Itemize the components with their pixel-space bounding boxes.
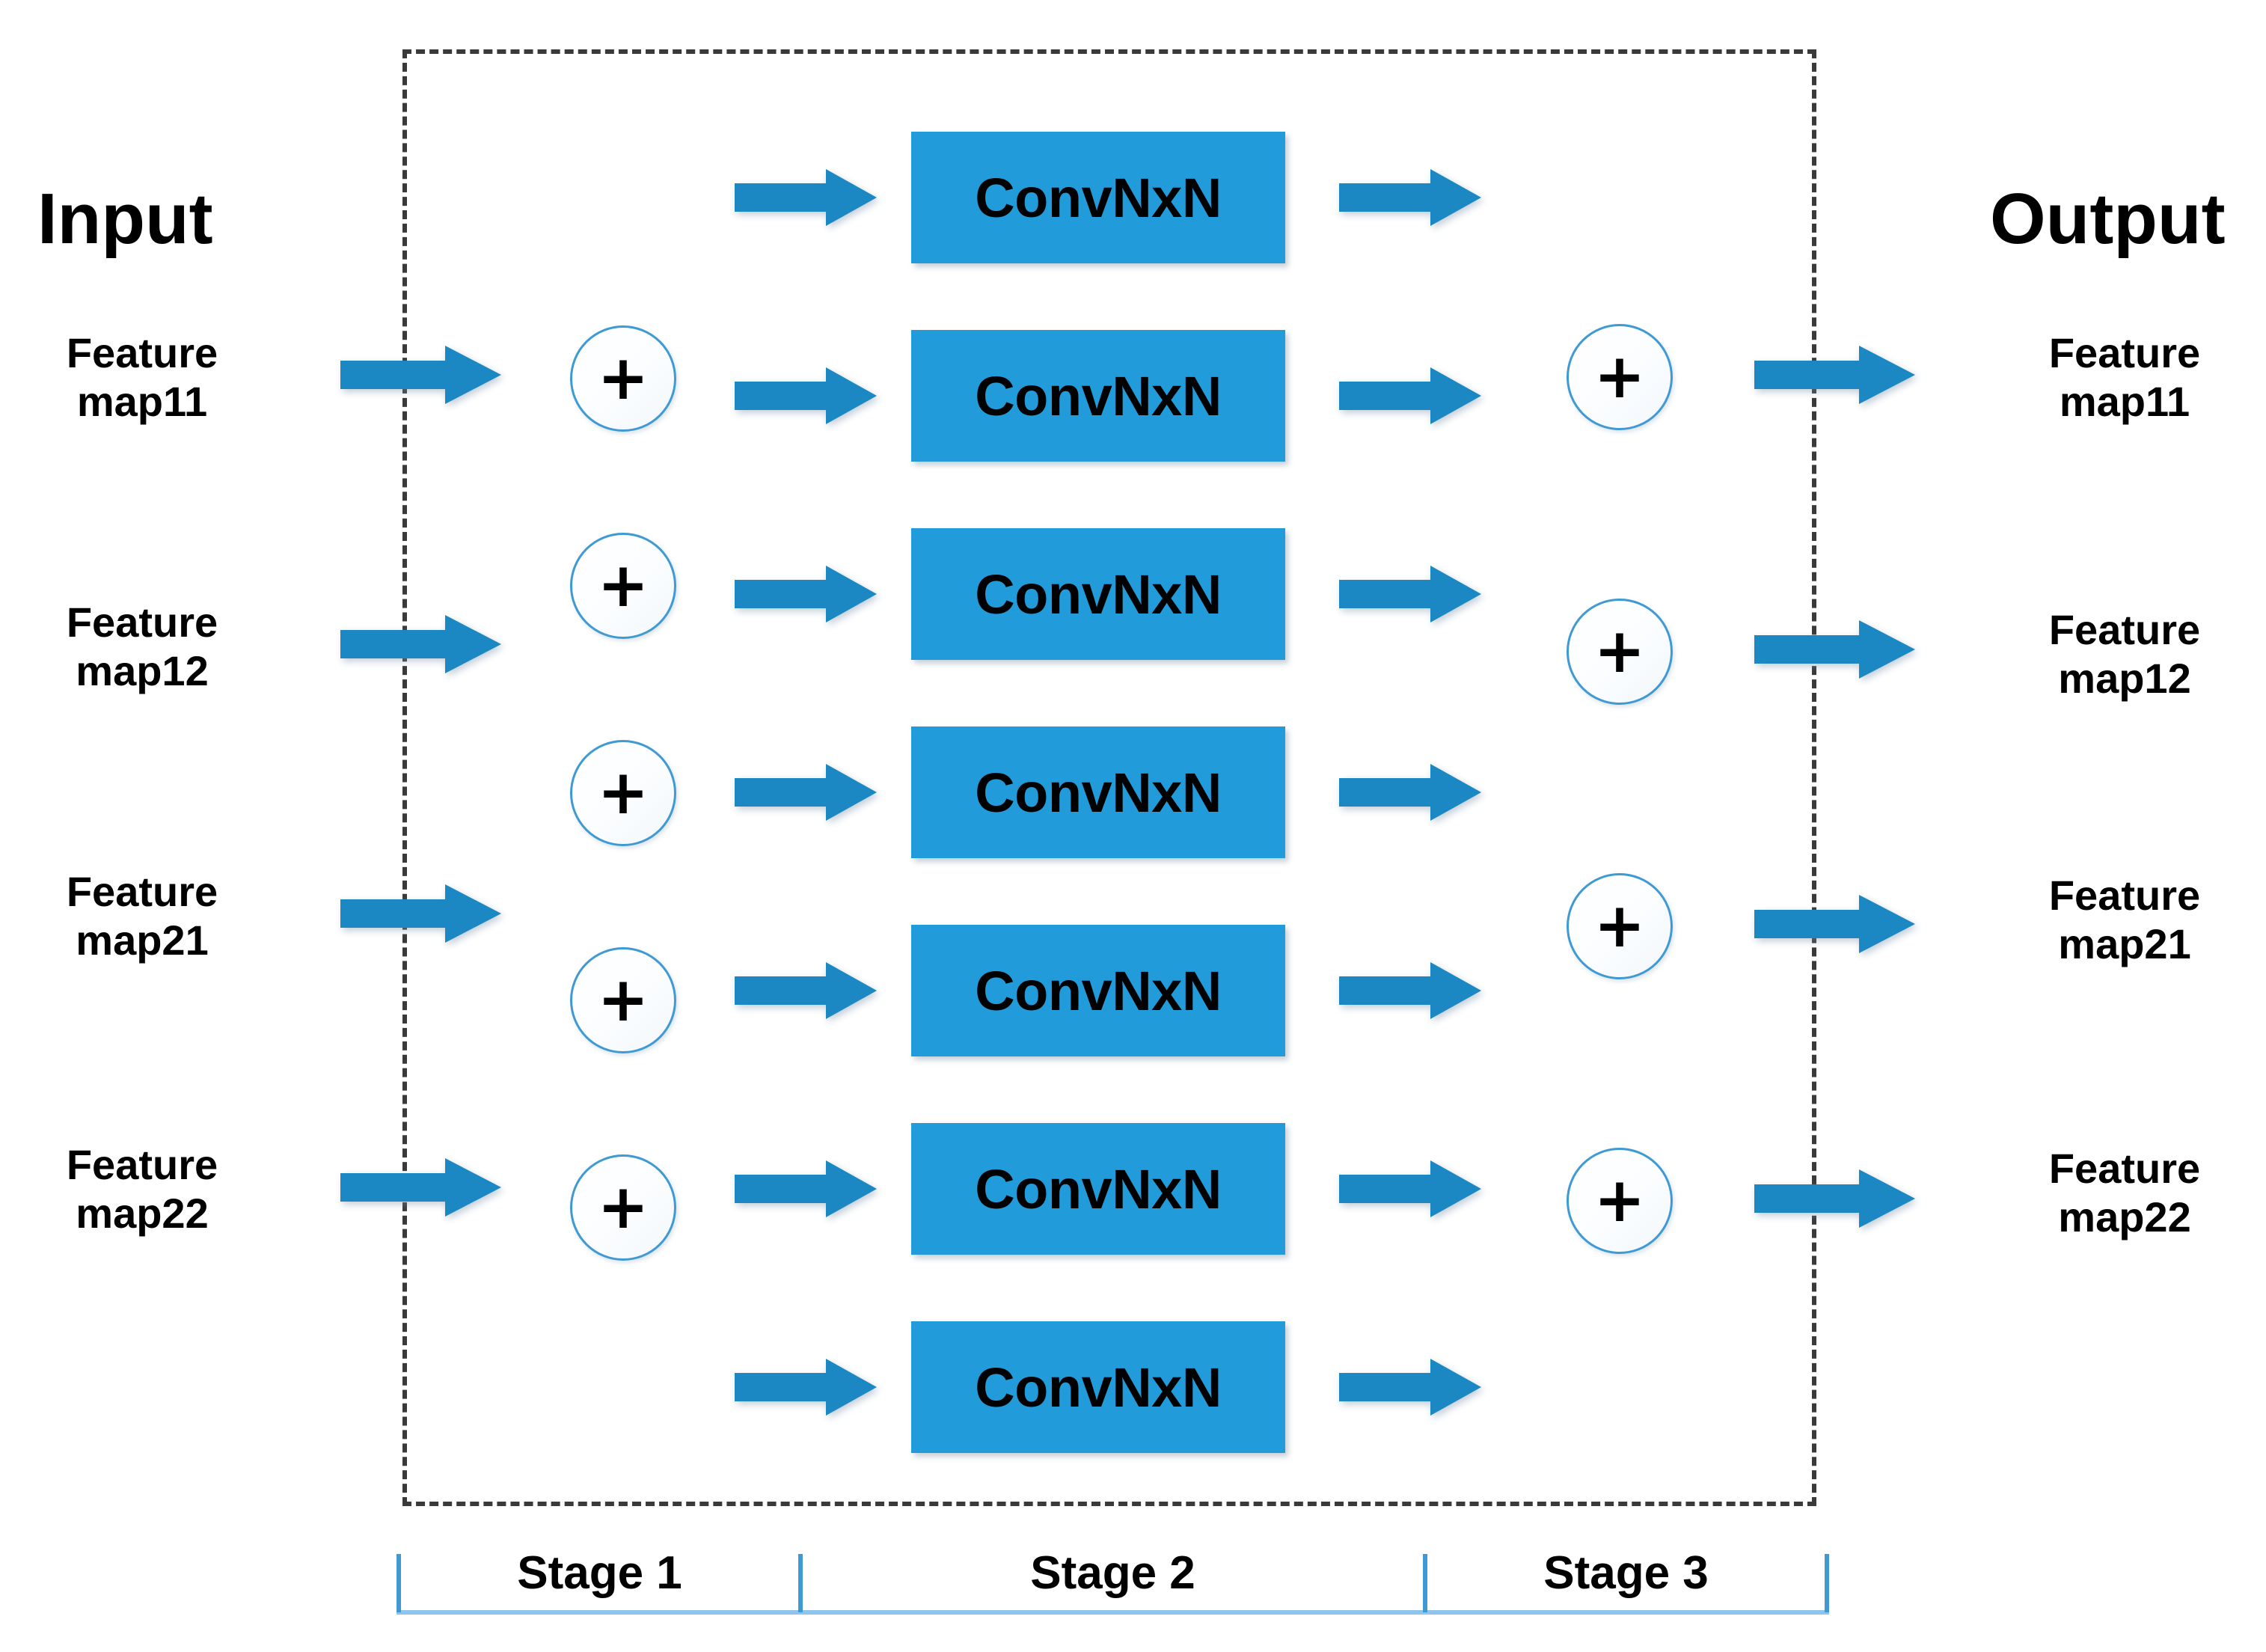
input-arrow-icon	[340, 1158, 501, 1217]
add-node-left[interactable]: +	[570, 325, 676, 432]
output-arrow-icon	[1754, 620, 1915, 679]
conv-block-label: ConvNxN	[975, 1157, 1222, 1220]
post-conv-arrow-icon	[1339, 1359, 1481, 1416]
input-arrow-icon	[340, 615, 501, 673]
pre-conv-arrow-icon	[735, 764, 877, 821]
conv-block-label: ConvNxN	[975, 166, 1222, 229]
output-arrow-icon	[1754, 346, 1915, 404]
output-feature-map-label: Feature map11	[2048, 329, 2201, 425]
conv-block[interactable]: ConvNxN	[911, 528, 1285, 660]
input-feature-map-label: Feature map12	[66, 599, 218, 694]
output-feature-map-label: Feature map12	[2048, 606, 2201, 702]
conv-block-label: ConvNxN	[975, 1356, 1222, 1419]
conv-block[interactable]: ConvNxN	[911, 925, 1285, 1056]
page-title-output: Output	[1990, 179, 2226, 259]
pipeline-dashed-container	[402, 49, 1816, 1506]
conv-block[interactable]: ConvNxN	[911, 1321, 1285, 1453]
conv-block[interactable]: ConvNxN	[911, 330, 1285, 462]
post-conv-arrow-icon	[1339, 1160, 1481, 1217]
add-node-left[interactable]: +	[570, 533, 676, 639]
conv-block-label: ConvNxN	[975, 563, 1222, 625]
pre-conv-arrow-icon	[735, 367, 877, 424]
add-node-right[interactable]: +	[1567, 324, 1673, 430]
stage-label: Stage 1	[517, 1547, 682, 1599]
conv-block-label: ConvNxN	[975, 761, 1222, 824]
output-arrow-icon	[1754, 895, 1915, 953]
plus-icon: +	[597, 1172, 649, 1243]
stage-label: Stage 3	[1543, 1547, 1709, 1599]
post-conv-arrow-icon	[1339, 169, 1481, 226]
add-node-left[interactable]: +	[570, 740, 676, 846]
output-feature-map-label: Feature map21	[2048, 872, 2201, 967]
post-conv-arrow-icon	[1339, 764, 1481, 821]
stage-bracket-baseline	[396, 1610, 1829, 1615]
input-arrow-icon	[340, 884, 501, 943]
conv-block[interactable]: ConvNxN	[911, 132, 1285, 263]
post-conv-arrow-icon	[1339, 962, 1481, 1019]
stage-bracket-tick	[396, 1554, 401, 1612]
plus-icon: +	[597, 343, 649, 414]
plus-icon: +	[597, 550, 649, 622]
page-title-input: Input	[37, 179, 213, 259]
pre-conv-arrow-icon	[735, 1160, 877, 1217]
stage-bracket-tick	[1825, 1554, 1829, 1612]
input-arrow-icon	[340, 346, 501, 404]
plus-icon: +	[1593, 1165, 1646, 1237]
input-feature-map-label: Feature map21	[66, 868, 218, 964]
plus-icon: +	[1593, 890, 1646, 962]
add-node-right[interactable]: +	[1567, 1148, 1673, 1254]
plus-icon: +	[1593, 341, 1646, 413]
conv-block-label: ConvNxN	[975, 959, 1222, 1022]
post-conv-arrow-icon	[1339, 367, 1481, 424]
pre-conv-arrow-icon	[735, 1359, 877, 1416]
add-node-left[interactable]: +	[570, 947, 676, 1053]
conv-block[interactable]: ConvNxN	[911, 726, 1285, 858]
stage-label: Stage 2	[1030, 1547, 1195, 1599]
plus-icon: +	[597, 757, 649, 829]
post-conv-arrow-icon	[1339, 566, 1481, 622]
plus-icon: +	[597, 964, 649, 1036]
pre-conv-arrow-icon	[735, 566, 877, 622]
stage-bracket-tick	[798, 1554, 803, 1612]
conv-block-label: ConvNxN	[975, 364, 1222, 427]
add-node-right[interactable]: +	[1567, 873, 1673, 979]
pre-conv-arrow-icon	[735, 962, 877, 1019]
input-feature-map-label: Feature map22	[66, 1141, 218, 1237]
add-node-right[interactable]: +	[1567, 599, 1673, 705]
output-arrow-icon	[1754, 1169, 1915, 1228]
input-feature-map-label: Feature map11	[66, 329, 218, 425]
plus-icon: +	[1593, 616, 1646, 688]
stage-bracket-tick	[1423, 1554, 1427, 1612]
pre-conv-arrow-icon	[735, 169, 877, 226]
add-node-left[interactable]: +	[570, 1154, 676, 1261]
output-feature-map-label: Feature map22	[2048, 1145, 2201, 1240]
conv-block[interactable]: ConvNxN	[911, 1123, 1285, 1255]
